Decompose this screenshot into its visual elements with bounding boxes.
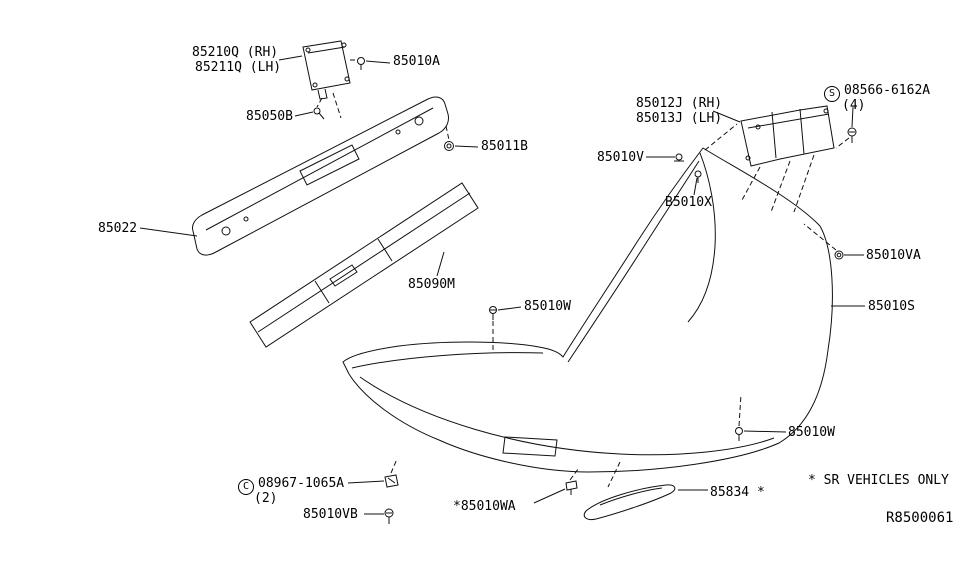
label-08967-1065a: C 08967-1065A (238, 477, 344, 495)
label-85090m: 85090M (408, 277, 455, 292)
clip-85010wa-icon (565, 480, 578, 495)
leader-lines (139, 55, 865, 515)
circled-c-icon: C (238, 479, 254, 495)
bolt-08566-icon (847, 127, 857, 143)
bumper-cover-85010s-shape (342, 147, 833, 473)
assembly-dashed-lines (316, 59, 850, 488)
absorber-85090m-shape (249, 182, 479, 348)
label-85010vb: 85010VB (303, 507, 358, 522)
label-85010w-lower: 85010W (788, 425, 835, 440)
label-85011b: 85011B (481, 139, 528, 154)
sr-vehicles-note: * SR VEHICLES ONLY (808, 473, 949, 488)
clip-85050b-icon (313, 107, 325, 120)
clip-85010v-icon (674, 153, 684, 162)
bolt-85010a-icon (357, 57, 365, 70)
label-08566-qty: (4) (842, 98, 866, 113)
nut-85010va-icon (834, 250, 844, 260)
label-85010va: 85010VA (866, 248, 921, 263)
label-08566-number: 08566-6162A (844, 83, 931, 98)
label-85010wa: *85010WA (453, 499, 516, 514)
label-85834: 85834 * (710, 485, 765, 500)
circled-s-icon: S (824, 86, 840, 102)
nut-85011b-icon (444, 141, 454, 151)
label-85010a: 85010A (393, 54, 440, 69)
label-08967-number: 08967-1065A (258, 476, 345, 491)
clip-b5010x-icon (694, 170, 702, 183)
label-85012j: 85012J (RH) (636, 96, 723, 111)
screw-85010vb-icon (384, 508, 394, 524)
grommet-08967-icon (384, 474, 399, 488)
label-85211q: 85211Q (LH) (195, 60, 282, 75)
label-08967-qty: (2) (254, 491, 278, 506)
label-85210q: 85210Q (RH) (192, 45, 279, 60)
label-b5010x: B5010X (665, 195, 712, 210)
screw-85010w-lower-icon (735, 427, 743, 441)
reinforcement-beam-85022-shape (192, 96, 449, 256)
screw-85010w-center-icon (489, 306, 497, 320)
drawing-reference: R8500061 (886, 510, 954, 526)
label-85010s: 85010S (868, 299, 915, 314)
bracket-85210q-shape (302, 40, 351, 100)
label-85010v: 85010V (597, 150, 644, 165)
label-85010w-center: 85010W (524, 299, 571, 314)
label-85050b: 85050B (246, 109, 293, 124)
label-85022: 85022 (98, 221, 138, 236)
finisher-85834-shape (583, 484, 676, 520)
label-85013j: 85013J (LH) (636, 111, 723, 126)
label-08566-6162a: S 08566-6162A (824, 84, 930, 102)
bracket-85012j-shape (740, 105, 835, 167)
